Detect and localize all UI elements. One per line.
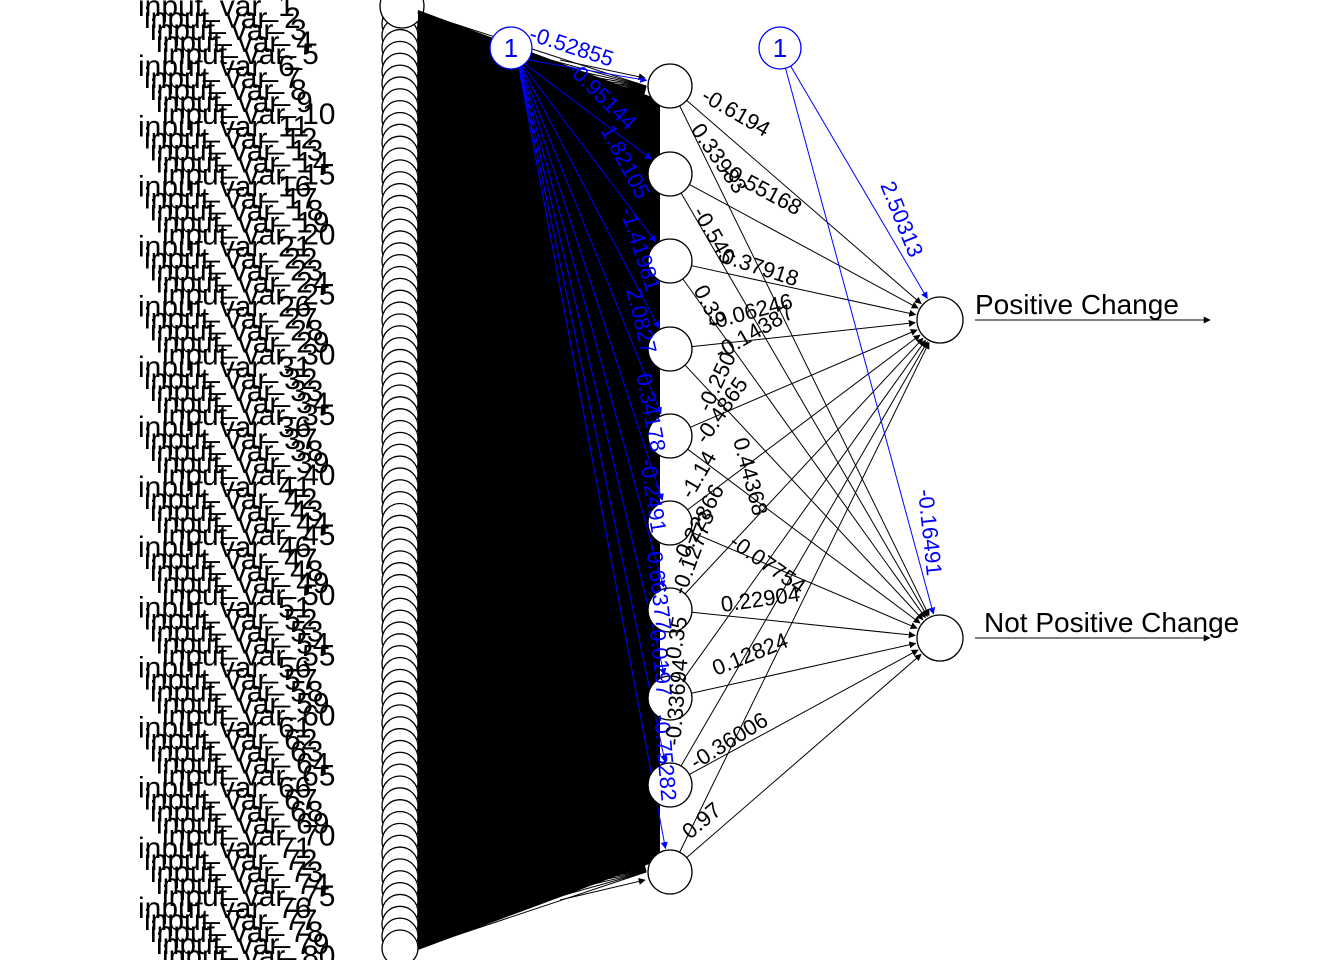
- output-label: Not Positive Change: [984, 607, 1239, 638]
- output-label: Positive Change: [975, 289, 1179, 320]
- output-bias-edges: [785, 66, 933, 614]
- bias-node-label: 1: [504, 33, 518, 63]
- hidden-output-weight: 0.22904: [719, 581, 801, 617]
- input-node: [382, 930, 418, 960]
- bias-node-label: 1: [773, 33, 787, 63]
- hidden-output-weight: 0.44368: [728, 435, 773, 518]
- output-node: [917, 297, 963, 343]
- output-bias-weight: 2.50313: [875, 178, 928, 261]
- output-node: [917, 615, 963, 661]
- hidden-node: [648, 64, 692, 108]
- hidden-output-weight: 0.97: [677, 797, 726, 844]
- hidden-node: [648, 850, 692, 894]
- input-label: input_var_80: [162, 940, 335, 960]
- input-label-stack: input_var_1input_var_2input_var_3input_v…: [138, 0, 335, 960]
- hidden-output-weight: -0.36006: [685, 707, 772, 774]
- output-bias-weight: -0.16491: [913, 488, 947, 577]
- hidden-output-weight: 0.37918: [718, 243, 801, 291]
- input-node-column: [380, 0, 424, 960]
- hidden-output-weight: 0.12824: [709, 628, 792, 681]
- bias-output-edge: [791, 66, 928, 298]
